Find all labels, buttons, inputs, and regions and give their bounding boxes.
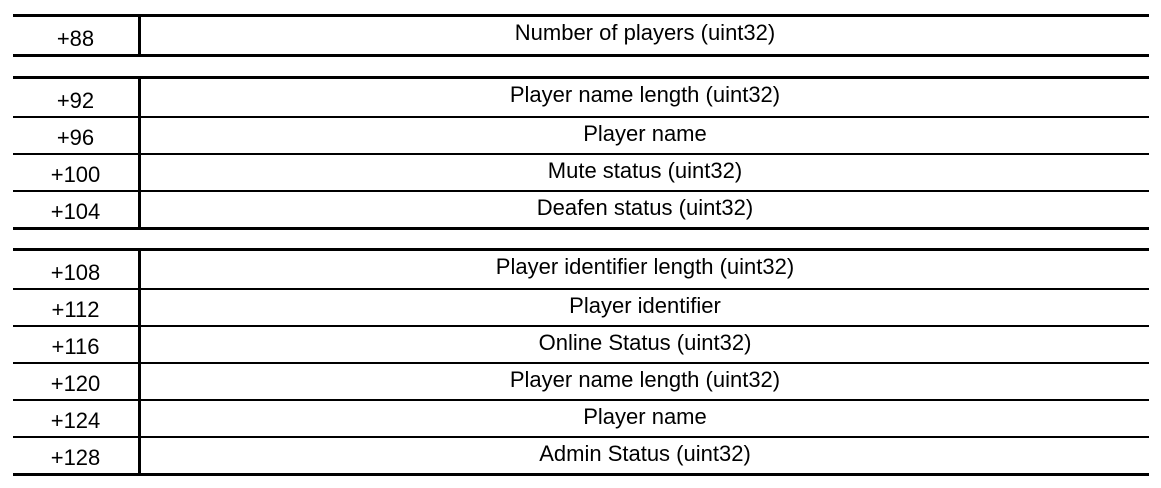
offset-cell: +120 xyxy=(13,364,141,399)
table-row: +92 Player name length (uint32) xyxy=(13,79,1149,116)
header-field-group: +88 Number of players (uint32) xyxy=(13,14,1149,57)
table-row: +112 Player identifier xyxy=(13,288,1149,325)
player-field-group: +92 Player name length (uint32) +96 Play… xyxy=(13,76,1149,230)
table-row: +128 Admin Status (uint32) xyxy=(13,436,1149,473)
friend-field-group: +108 Player identifier length (uint32) +… xyxy=(13,248,1149,476)
table-row: +88 Number of players (uint32) xyxy=(13,17,1149,54)
field-cell: Online Status (uint32) xyxy=(538,330,752,355)
field-cell: Player name xyxy=(583,121,707,146)
field-cell: Player identifier length (uint32) xyxy=(495,254,795,279)
offset-cell: +92 xyxy=(13,79,141,116)
offset-cell: +112 xyxy=(13,290,141,325)
offset-cell: +104 xyxy=(13,192,141,227)
field-cell: Deafen status (uint32) xyxy=(536,195,754,220)
field-cell: Player identifier xyxy=(569,293,721,318)
table-row: +124 Player name xyxy=(13,399,1149,436)
table-row: +120 Player name length (uint32) xyxy=(13,362,1149,399)
field-cell: Player name length (uint32) xyxy=(509,367,781,392)
offset-cell: +96 xyxy=(13,118,141,153)
field-cell: Number of players (uint32) xyxy=(514,20,776,45)
field-cell: Player name xyxy=(583,404,707,429)
offset-cell: +128 xyxy=(13,438,141,473)
field-cell: Mute status (uint32) xyxy=(547,158,743,183)
offset-cell: +116 xyxy=(13,327,141,362)
offset-cell: +100 xyxy=(13,155,141,190)
offset-cell: +88 xyxy=(13,17,141,54)
offset-cell: +108 xyxy=(13,251,141,288)
table-row: +108 Player identifier length (uint32) xyxy=(13,251,1149,288)
field-cell: Player name length (uint32) xyxy=(509,82,781,107)
table-row: +100 Mute status (uint32) xyxy=(13,153,1149,190)
table-row: +96 Player name xyxy=(13,116,1149,153)
field-cell: Admin Status (uint32) xyxy=(539,441,751,466)
offset-cell: +124 xyxy=(13,401,141,436)
table-row: +104 Deafen status (uint32) xyxy=(13,190,1149,227)
table-row: +116 Online Status (uint32) xyxy=(13,325,1149,362)
